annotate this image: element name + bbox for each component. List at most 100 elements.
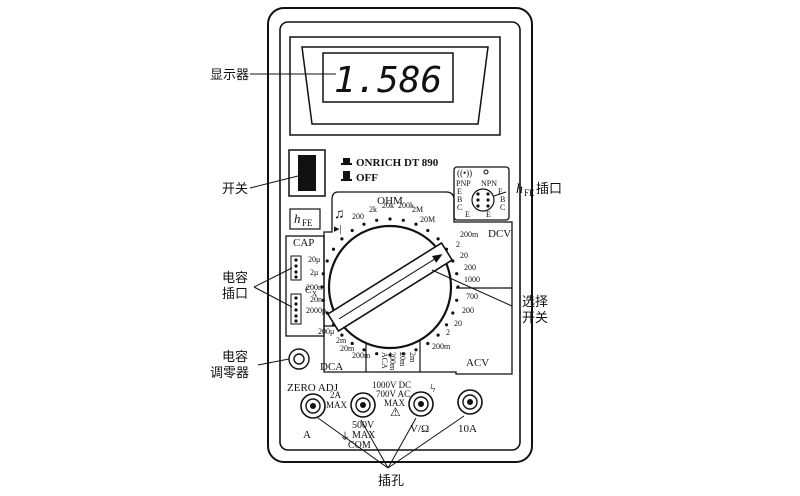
dial-tick [451, 311, 455, 315]
com-volt-label: 500V [352, 420, 375, 431]
callout-cap-adjust-1: 电容 [222, 349, 248, 365]
jack-a[interactable] [300, 393, 326, 419]
dcv-range-0: 200m [460, 230, 479, 239]
a-max-top: 2A [330, 390, 342, 400]
svg-text:FE: FE [524, 188, 535, 198]
dial-tick [350, 341, 354, 346]
display-reading: 1.586 [334, 60, 442, 101]
dial-tick [388, 353, 392, 357]
cap-range-2: 200n [306, 283, 322, 292]
zero-adj-label: ZERO ADJ [287, 382, 339, 394]
dial-tick [426, 341, 430, 346]
meter-face [279, 21, 521, 451]
cap-range-1: 2μ [310, 268, 318, 277]
lightning-icon: ϟ [430, 381, 435, 395]
acv-range-4: 200m [432, 342, 451, 351]
cap-range-4: 2000p [306, 306, 326, 315]
acv-range-1: 200 [462, 306, 474, 315]
acv-range-2: 20 [454, 319, 462, 328]
dca-range-0: 200μ [318, 327, 334, 336]
hfe-pin-left-0: E [457, 187, 462, 196]
dial-tick [444, 323, 449, 327]
dial-tick [321, 298, 325, 302]
vo-max-top-1: 1000V DC [372, 380, 411, 390]
jack-com-label: COM [348, 440, 371, 451]
dial-tick [426, 228, 430, 233]
dial-tick [321, 272, 325, 276]
brand-on-label: ONRICH DT 890 [356, 157, 439, 169]
cap-range-0: 20μ [308, 255, 320, 264]
dial-tick [375, 352, 379, 356]
capacitor-socket-panel: CAP C X 20μ 2μ 200n 20n 2000p [285, 235, 326, 337]
dial-tick [325, 259, 329, 263]
ohm-range-5: 20M [420, 215, 435, 224]
jack-com[interactable] [350, 392, 376, 418]
dial-tick [401, 218, 405, 222]
dial-ticks [320, 217, 460, 357]
ohm-label: OHM [377, 195, 403, 207]
dial-tick [414, 348, 418, 352]
on-icon [343, 158, 350, 163]
dial-tick [388, 217, 392, 221]
dca-range-2: 20m [340, 344, 355, 353]
svg-text:h: h [294, 211, 301, 226]
callout-selector-2: 开关 [522, 311, 548, 326]
dcv-range-2: 20 [460, 251, 468, 260]
jack-v-ohm[interactable] [408, 391, 434, 417]
capacitor-zero-adjust[interactable] [288, 348, 310, 370]
aca-range-2: 2m [408, 352, 417, 363]
hfe-pin-right-0: E [498, 187, 503, 196]
ohm-range-1: 2k [369, 205, 377, 214]
dial-tick [436, 237, 440, 241]
range-panel [323, 191, 513, 375]
power-switch[interactable] [288, 149, 326, 197]
dial-tick [362, 348, 366, 352]
off-icon [343, 171, 350, 179]
aca-label: ACA [380, 352, 389, 369]
selector-knob[interactable] [326, 224, 454, 350]
hfe-pin-left-2: C [457, 203, 462, 212]
jack-10a-label: 10A [458, 423, 477, 435]
callout-switch: 开关 [222, 182, 248, 197]
svg-text:插口: 插口 [536, 182, 562, 197]
dial-tick [331, 247, 336, 251]
callout-cap-socket-2: 插口 [222, 287, 248, 302]
cap-x-label: X [312, 290, 317, 298]
vo-max-top-2: 700V AC [376, 389, 410, 399]
dial-tick [340, 237, 344, 241]
hfe-pin-right-2: C [500, 203, 505, 212]
hfe-npn: NPN [481, 179, 497, 188]
dial-tick [401, 352, 405, 356]
dial-tick [362, 222, 366, 226]
vo-max-label: MAX [384, 398, 406, 408]
jack-a-label: A [303, 429, 311, 441]
hfe-socket[interactable]: ((•)) PNP NPN E B C E E B C E [453, 166, 510, 221]
dca-range-3: 200m [352, 351, 371, 360]
dca-label: DCA [320, 361, 343, 373]
acv-label: ACV [466, 357, 489, 369]
jack-v-ohm-label: V/Ω [410, 423, 429, 435]
acv-range-0: 700 [466, 292, 478, 301]
dial-tick [350, 228, 354, 233]
display: 1.586 [289, 36, 501, 136]
dial-tick [340, 333, 344, 337]
hfe-beep-icon: ((•)) [457, 168, 472, 178]
jack-10a[interactable] [457, 389, 483, 415]
aca-range-1: 20m [398, 352, 407, 367]
brand-labels: ONRICH DT 890 OFF [341, 157, 439, 184]
callout-jacks: 插孔 [378, 474, 404, 489]
dca-range-1: 2m [336, 336, 347, 345]
hfe-pnp: PNP [456, 179, 471, 188]
hfe-range-label: h FE [289, 208, 321, 230]
ohm-range-3: 200k [398, 201, 414, 210]
brand-off-label: OFF [356, 172, 378, 184]
acv-range-3: 2 [446, 328, 450, 337]
dcv-range-4: 1000 [464, 275, 480, 284]
hfe-pin-left-1: B [457, 195, 462, 204]
dcv-range-3: 200 [464, 263, 476, 272]
dcv-range-1: 2 [456, 240, 460, 249]
ohm-range-0: 200 [352, 212, 364, 221]
dial-tick [414, 222, 418, 226]
buzzer-icon: ♫ [334, 207, 345, 222]
